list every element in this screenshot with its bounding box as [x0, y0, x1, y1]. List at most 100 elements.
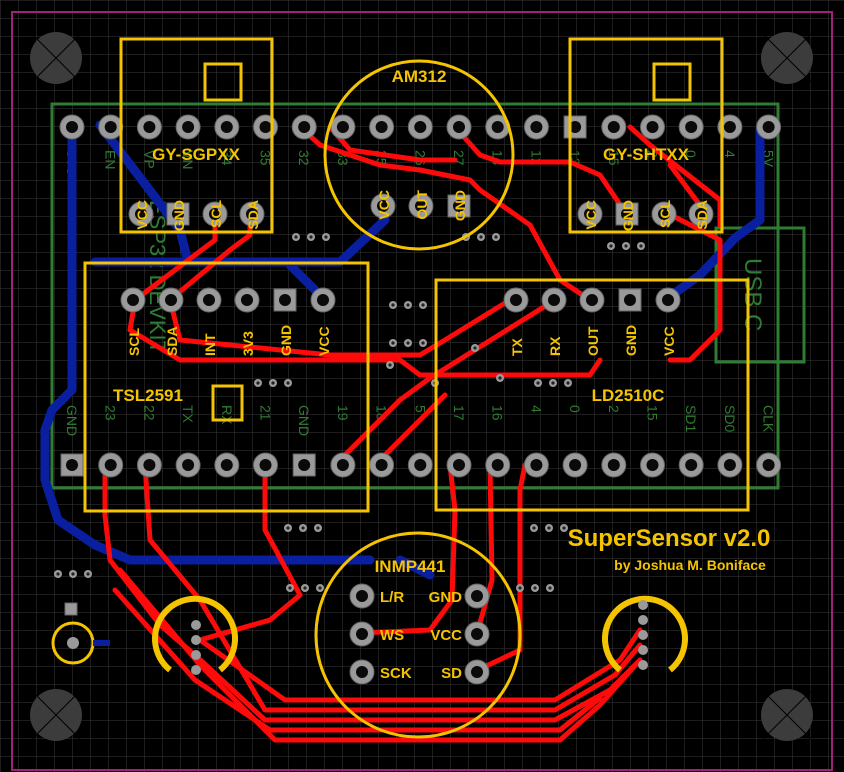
via [284, 379, 292, 387]
mounting-hole-bl [30, 689, 82, 741]
inmp441-pin [464, 659, 490, 685]
gy-sgpxx-pin-label: GND [171, 200, 187, 231]
gy-sgpxx-pin [166, 202, 190, 226]
tsl2591-pin-label: INT [202, 333, 218, 356]
esp32-bottom-pin-label: 17 [451, 405, 467, 421]
vias [54, 233, 645, 592]
esp32-bottom-pin-label: 4 [528, 405, 544, 413]
board-author: by Joshua M. Boniface [614, 557, 766, 573]
via [545, 524, 553, 532]
usb-outline [714, 226, 806, 364]
esp32-bottom-pin-label: RX [219, 405, 235, 425]
gy-sgpxx-pin [128, 201, 154, 227]
ld2510c-pin-label: OUT [585, 326, 601, 356]
inmp441-pin-label: WS [380, 627, 404, 644]
via [69, 570, 77, 578]
tsl2591-pin [158, 287, 184, 313]
gy-shtxx-pin-label: SCL [657, 200, 673, 228]
tsl2591-pin-label: VCC [316, 326, 332, 356]
esp32-top-pin [291, 114, 317, 140]
tsl2591-pin [273, 288, 297, 312]
am312-pin-label: OUT [414, 190, 430, 220]
esp32-bottom-pin [446, 452, 472, 478]
via [316, 584, 324, 592]
esp32-bottom-pin [678, 452, 704, 478]
esp32-top-pin [601, 114, 627, 140]
esp32-bottom-pin-label: 19 [335, 405, 351, 421]
via [404, 301, 412, 309]
esp32-top-pin [253, 114, 278, 140]
esp32-bottom-pin [98, 452, 124, 478]
inmp441-pin-label: SD [441, 665, 462, 682]
tsl2591-pin [196, 287, 222, 313]
esp32-bottom-pin-label: 21 [258, 405, 274, 421]
gy-shtxx-pin [615, 202, 639, 226]
inmp441-pin [349, 659, 375, 685]
via [314, 524, 322, 532]
via [404, 339, 412, 347]
esp32-bottom-pin-label: 16 [490, 405, 506, 421]
esp32-top-pin [717, 114, 743, 140]
via [622, 242, 630, 250]
board-edge [11, 11, 833, 771]
inmp441-pin-label: VCC [430, 627, 462, 644]
gy-sgpxx-sensor [203, 62, 243, 102]
esp32-bottom-pin-label: CLK [761, 405, 777, 433]
esp32-top-pin [330, 114, 356, 140]
via [477, 233, 485, 241]
esp32-top-pin-label: 35 [258, 150, 274, 166]
esp32-top-pin [407, 114, 433, 140]
usb-label: USB C [739, 258, 766, 331]
esp32-top-pin-label: VN [180, 150, 196, 169]
via [254, 379, 262, 387]
esp32-top-pin-label: 5V [761, 150, 777, 168]
tsl2591-pin-label: 3V3 [240, 331, 256, 356]
esp32-bottom-pin [214, 452, 240, 478]
tsl2591-label: TSL2591 [113, 386, 183, 405]
esp32-bottom-pin [330, 452, 356, 478]
via [389, 301, 397, 309]
esp32-bottom-pin [175, 452, 201, 478]
led-footprint [51, 602, 110, 665]
esp32-bottom-pin-label: SD0 [722, 405, 738, 432]
esp32-bottom-pin-label: SD1 [683, 405, 699, 432]
esp32-bottom-header [60, 452, 782, 478]
ld2510c-pin-label: VCC [661, 326, 677, 356]
via [322, 233, 330, 241]
via [607, 242, 615, 250]
tsl2591-pin [120, 287, 146, 313]
am312-pin-label: GND [452, 190, 468, 221]
esp32-top-pin-label: 2 [645, 150, 661, 158]
esp32-bottom-pin [523, 452, 549, 478]
via [534, 379, 542, 387]
gy-sgpxx-label: GY-SGPXX [152, 145, 241, 164]
via [299, 524, 307, 532]
esp32-top-pin [523, 114, 549, 140]
mounting-hole-tl [30, 32, 82, 84]
inmp441-pin [349, 583, 375, 609]
esp32-bottom-pin [407, 452, 433, 478]
tsl2591-pin [310, 287, 336, 313]
ld2510c-pin-label: TX [509, 337, 525, 356]
inmp441-outline [314, 531, 522, 739]
gy-shtxx-pin [577, 201, 603, 227]
ld2510c-pin [541, 287, 567, 313]
inmp441-pin-label: SCK [380, 665, 412, 682]
esp32-bottom-pin [60, 453, 84, 477]
esp32-bottom-pin [562, 452, 588, 478]
esp32-bottom-pin [292, 453, 316, 477]
am312-pin [408, 193, 434, 219]
via [560, 524, 568, 532]
gy-shtxx-outline [568, 37, 724, 234]
esp32-bottom-pin [717, 452, 743, 478]
tsl2591-pin [234, 287, 260, 313]
esp32-bottom-pin-label: 0 [567, 405, 583, 413]
inmp441-pin-label: GND [429, 589, 463, 606]
via [549, 379, 557, 387]
am312-outline [323, 59, 515, 251]
